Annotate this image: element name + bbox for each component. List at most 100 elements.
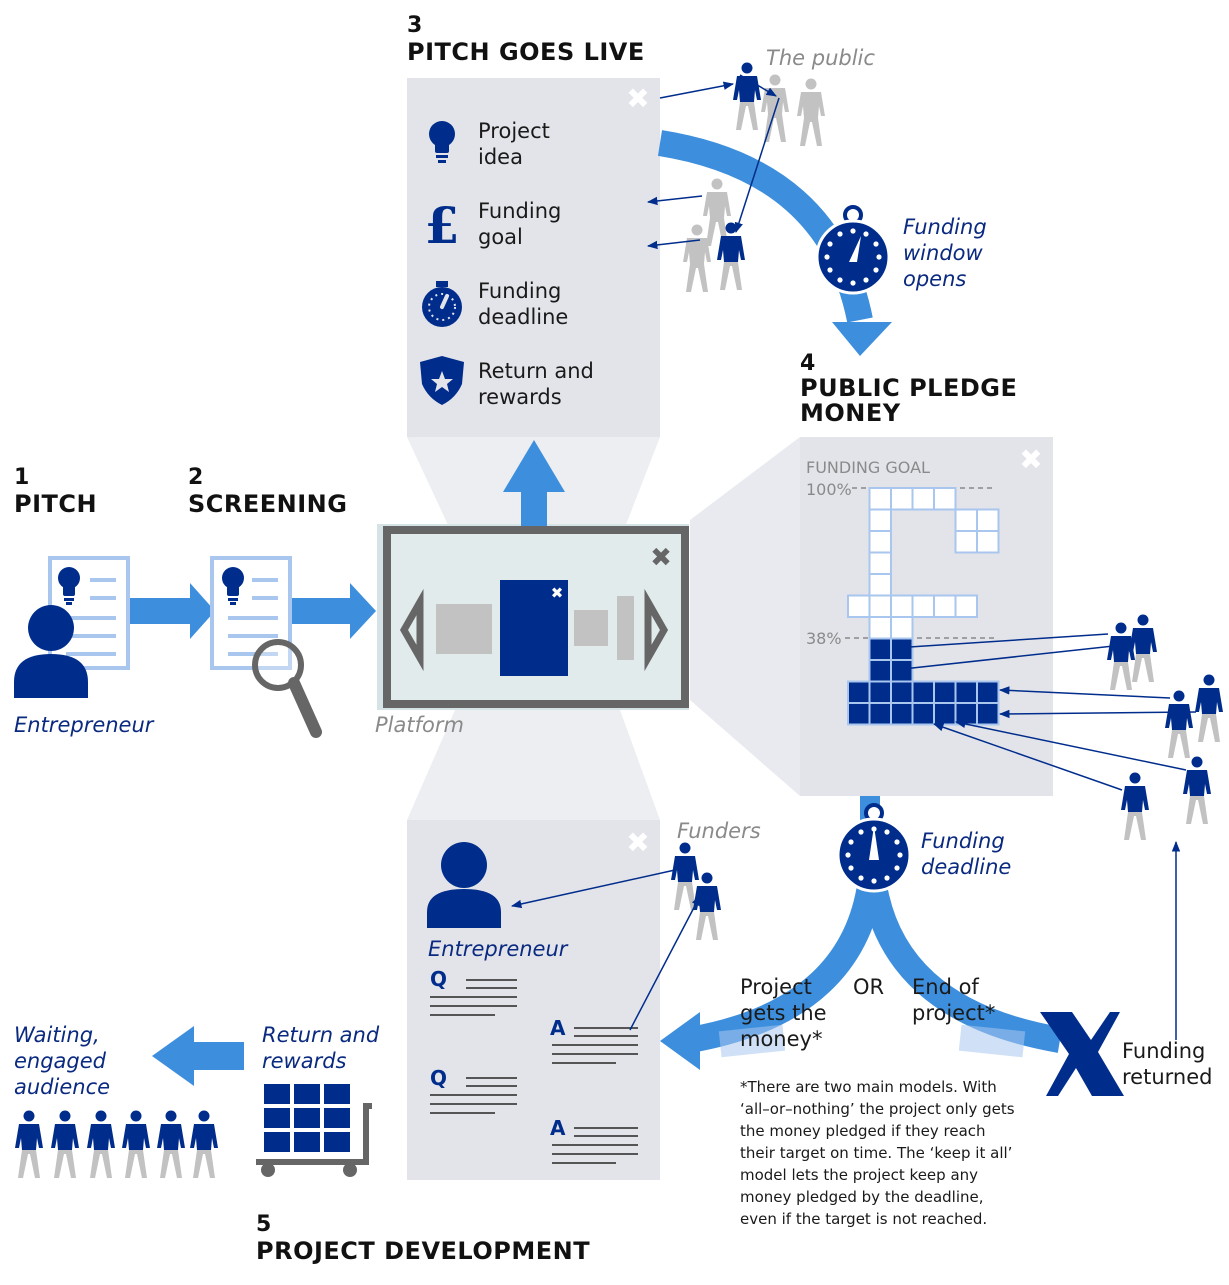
question-letter: Q	[430, 967, 448, 991]
chevron-right-icon	[644, 588, 669, 672]
step-1-number: 1	[14, 465, 30, 490]
arrow-platform-to-live	[503, 440, 565, 526]
step-4-title-line1: PUBLIC PLEDGE	[800, 374, 1018, 402]
outcome-left-line1: Project	[740, 975, 812, 999]
unfunded-block	[890, 616, 914, 640]
outcome-branches	[660, 868, 1063, 1070]
lightbulb-icon	[58, 567, 80, 605]
waiting-label-line2: engaged	[14, 1049, 107, 1073]
pledged-block	[976, 702, 1000, 726]
unfunded-block	[976, 530, 1000, 554]
pitch-item-goal-line2: goal	[478, 225, 523, 249]
public-arrows	[646, 74, 780, 250]
unfunded-block	[868, 530, 892, 554]
rewards-trolley	[256, 1084, 372, 1177]
unfunded-block	[976, 508, 1000, 532]
pledged-block	[933, 680, 957, 704]
funding-window-line1: Funding	[903, 215, 987, 239]
funding-returned-line2: returned	[1122, 1065, 1213, 1089]
shield-star-icon	[420, 356, 464, 405]
funding-returned-line1: Funding	[1122, 1039, 1206, 1063]
unfunded-block	[868, 508, 892, 532]
pitch-item-idea-line1: Project	[478, 119, 550, 143]
outcome-left-line3: money*	[740, 1027, 823, 1051]
unfunded-block	[933, 487, 957, 511]
pledged-block	[911, 702, 935, 726]
unfunded-block	[890, 487, 914, 511]
pledged-block	[911, 680, 935, 704]
unfunded-block	[954, 508, 978, 532]
pledged-block	[890, 637, 914, 661]
zoom-wedge-dev	[407, 710, 660, 820]
funder-figure	[1129, 614, 1157, 682]
chevron-left-icon	[399, 588, 424, 672]
stopwatch-icon	[422, 281, 462, 327]
pitch-item-rewards-line2: rewards	[478, 385, 562, 409]
pound-grid	[847, 487, 1000, 726]
funder-figure	[1183, 756, 1211, 824]
return-label-line1: Return and	[262, 1023, 380, 1047]
funder-figure	[693, 872, 721, 940]
platform-screen: ✖ ✖	[377, 524, 689, 710]
step-4-number: 4	[800, 351, 816, 376]
unfunded-block	[868, 551, 892, 575]
pledged-block	[954, 702, 978, 726]
step-2-title: SCREENING	[188, 490, 348, 518]
unfunded-block	[868, 594, 892, 618]
deadline-label-line1: Funding	[921, 829, 1005, 853]
zoom-wedge-pledge	[690, 437, 800, 796]
screening-document	[210, 556, 292, 670]
outcome-left-line2: gets the	[740, 1001, 827, 1025]
close-icon: ✖	[1019, 443, 1042, 476]
close-icon: ✖	[626, 826, 649, 859]
funder-arrows	[510, 869, 701, 1031]
pledged-block	[847, 680, 871, 704]
pitch-item-goal-line1: Funding	[478, 199, 562, 223]
magnifier-icon	[252, 639, 322, 738]
pledged-block	[868, 702, 892, 726]
step-3-number: 3	[407, 13, 423, 38]
platform-label: Platform	[375, 713, 464, 737]
step-3-title: PITCH GOES LIVE	[407, 38, 645, 66]
pound-icon: £	[425, 196, 460, 255]
pitch-document	[48, 556, 130, 670]
step-2-number: 2	[188, 465, 204, 490]
funder-figure	[1195, 674, 1223, 742]
unfunded-block	[890, 594, 914, 618]
lightbulb-icon	[222, 567, 244, 605]
pitch-item-deadline-line2: deadline	[478, 305, 569, 329]
public-label: The public	[766, 46, 875, 70]
lightbulb-icon	[429, 121, 455, 163]
unfunded-block	[868, 573, 892, 597]
stopwatch-icon	[836, 803, 912, 893]
qa-lines	[430, 979, 638, 1164]
step-5-number: 5	[256, 1212, 272, 1237]
audience-figures	[15, 1110, 218, 1178]
footnote: *There are two main models. With ‘all–or…	[740, 1078, 1015, 1228]
close-icon: ✖	[626, 82, 649, 115]
outcome-or: OR	[853, 975, 885, 999]
close-icon: ✖	[551, 584, 564, 602]
funders-label: Funders	[677, 819, 761, 843]
funder-figure	[1165, 690, 1193, 758]
pitch-item-rewards-line1: Return and	[478, 359, 594, 383]
pledged-block	[847, 702, 871, 726]
stopwatch-icon	[815, 205, 891, 295]
pledged-block	[868, 680, 892, 704]
entrepreneur-label-dev: Entrepreneur	[428, 937, 568, 961]
arrow-pitch-to-screening	[130, 583, 215, 639]
step-5-title: PROJECT DEVELOPMENT	[256, 1237, 591, 1265]
entrepreneur-avatar	[14, 605, 88, 698]
question-letter: Q	[430, 1066, 448, 1090]
unfunded-block	[911, 487, 935, 511]
entrepreneur-label: Entrepreneur	[14, 713, 154, 737]
pledged-block	[868, 659, 892, 683]
pledged-block	[976, 680, 1000, 704]
pitch-item-deadline-line1: Funding	[478, 279, 562, 303]
chart-title: FUNDING GOAL	[806, 458, 930, 477]
funding-window-line3: opens	[903, 267, 967, 291]
step-1-title: PITCH	[14, 490, 98, 518]
pledged-block	[868, 637, 892, 661]
answer-letter: A	[550, 1016, 566, 1040]
